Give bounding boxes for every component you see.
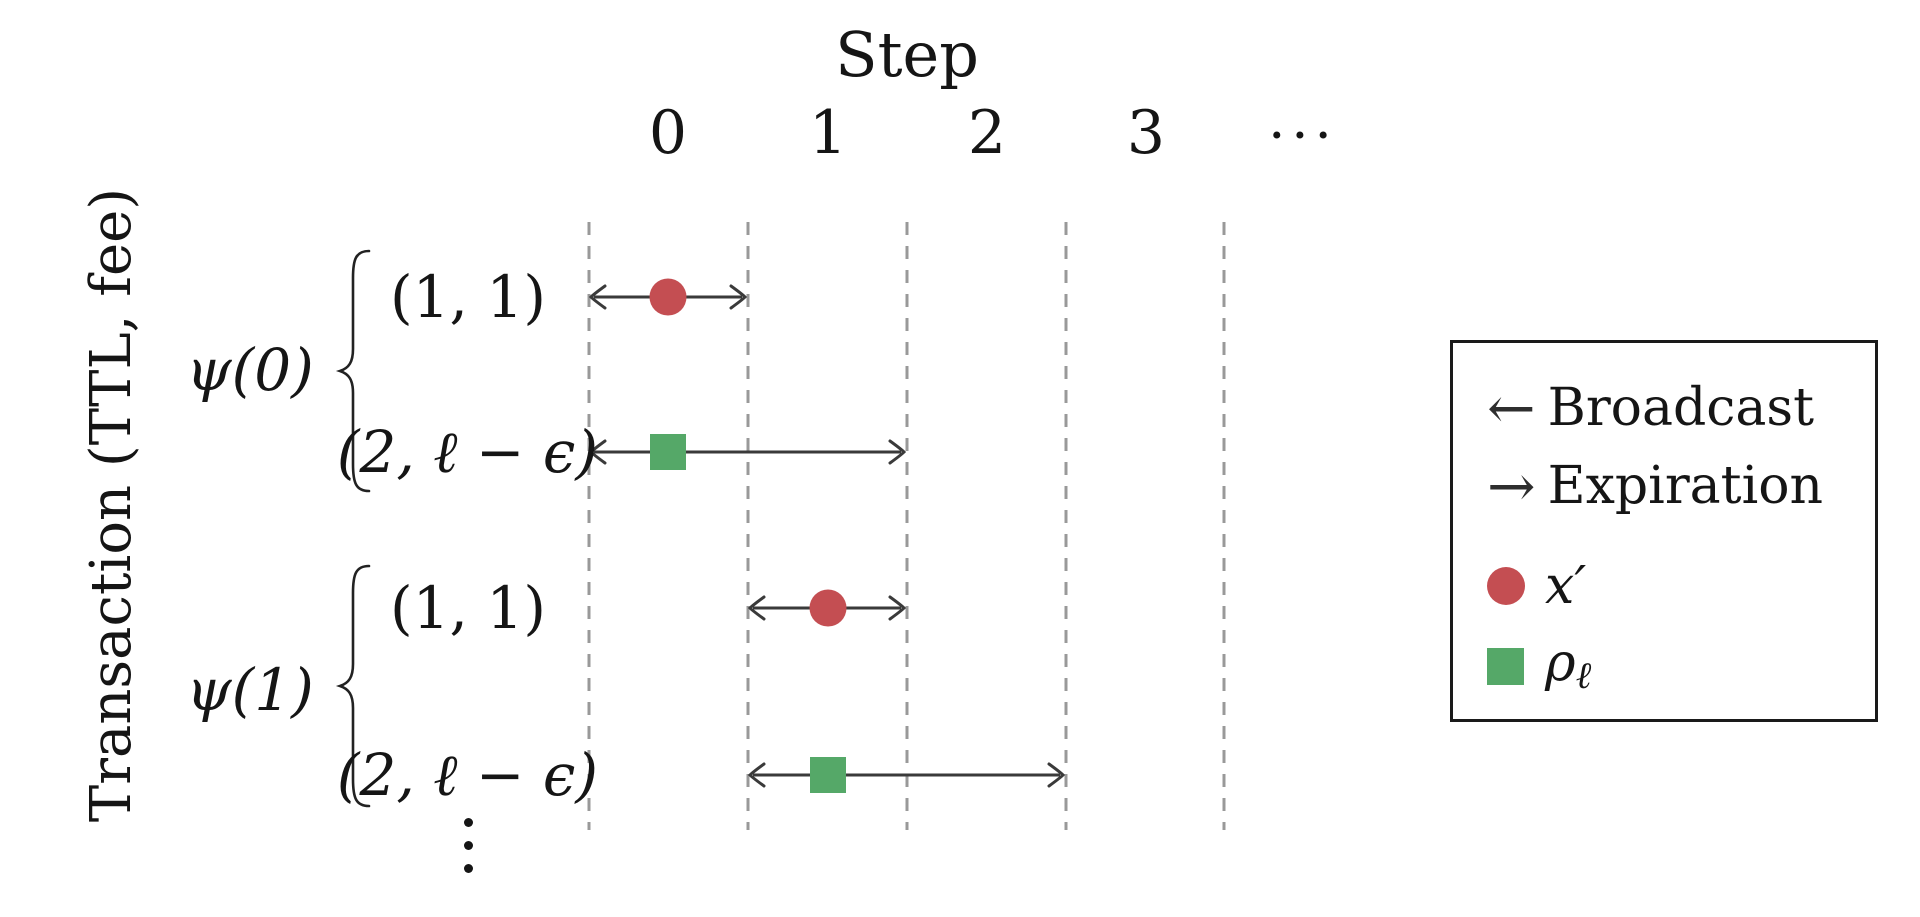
legend-label-expiration: Expiration: [1547, 456, 1823, 516]
x-prime-marker-step1: [809, 589, 847, 627]
ttl-fee-label-psi1-row2: (2, ℓ − ϵ): [336, 741, 598, 809]
red-circle-icon: [1487, 567, 1525, 605]
legend-item-rho: ρℓ: [1487, 630, 1591, 702]
vertical-ellipsis-icon: [464, 818, 473, 873]
legend-label-broadcast: Broadcast: [1547, 378, 1814, 438]
interval-arrow-psi0-row2: [588, 439, 907, 465]
y-axis-label: Transaction (TTL, fee): [79, 187, 144, 823]
brace-psi0: [335, 249, 371, 493]
brace-psi1: [335, 564, 371, 808]
interval-arrow-psi1-row2: [747, 762, 1066, 788]
rho-marker-step1: [810, 757, 846, 793]
ttl-fee-label-psi0-row2: (2, ℓ − ϵ): [336, 418, 598, 486]
legend-box: ← Broadcast → Expiration x′ ρℓ: [1450, 340, 1878, 722]
legend-label-rho: ρℓ: [1545, 637, 1591, 695]
ttl-fee-label-psi0-row1: (1, 1): [390, 263, 546, 331]
x-tick-3: 3: [1126, 98, 1166, 168]
ellipsis-dot: [464, 864, 473, 873]
legend-label-x-prime: x′: [1545, 556, 1587, 616]
x-tick-ellipsis: ···: [1268, 104, 1338, 167]
x-tick-0: 0: [648, 98, 688, 168]
legend-item-x-prime: x′: [1487, 548, 1586, 624]
left-arrow-icon: ←: [1487, 374, 1536, 442]
legend-item-broadcast: ← Broadcast: [1487, 373, 1814, 443]
group-label-psi0: ψ(0): [186, 336, 314, 404]
legend-item-expiration: → Expiration: [1487, 451, 1823, 521]
ellipsis-dot: [464, 818, 473, 827]
x-prime-marker-step0: [649, 278, 687, 316]
rho-symbol: ρ: [1545, 633, 1576, 694]
x-tick-2: 2: [967, 98, 1007, 168]
group-label-psi1: ψ(1): [186, 656, 314, 724]
ttl-fee-label-psi1-row1: (1, 1): [390, 574, 546, 642]
green-square-icon: [1487, 647, 1524, 685]
rho-marker-step0: [650, 434, 686, 470]
ellipsis-dot: [464, 841, 473, 850]
right-arrow-icon: →: [1487, 452, 1536, 520]
rho-subscript: ℓ: [1575, 653, 1592, 698]
x-axis-title: Step: [835, 18, 979, 91]
x-tick-1: 1: [808, 98, 848, 168]
